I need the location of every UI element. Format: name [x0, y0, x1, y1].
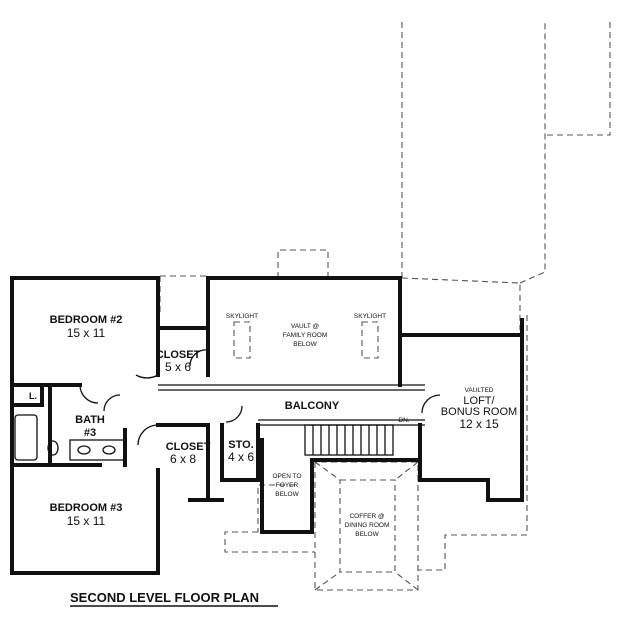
bath-number: #3: [84, 427, 96, 439]
dining-line1: COFFER @: [349, 513, 385, 520]
sto-name: STO.: [228, 439, 253, 451]
closet-b-name: CLOSET: [166, 441, 211, 453]
loft-line3: BONUS ROOM: [441, 406, 517, 418]
closet-a-size: 5 x 6: [165, 360, 191, 374]
doors: [79, 349, 441, 446]
linen-label: L.: [29, 391, 37, 401]
plan-title: SECOND LEVEL FLOOR PLAN: [70, 590, 259, 605]
sto-size: 4 x 6: [228, 450, 254, 464]
vault-line2: FAMILY ROOM: [283, 332, 328, 339]
bedroom2-name: BEDROOM #2: [50, 314, 123, 326]
closet-a-name: CLOSET: [156, 349, 201, 361]
skylight-right-box: [361, 321, 379, 359]
bedroom3-size: 15 x 11: [67, 514, 106, 528]
bathtub: [14, 414, 38, 461]
room-labels: BEDROOM #2 15 x 11 BEDROOM #3 15 x 11 CL…: [29, 313, 517, 538]
vault-line1: VAULT @: [291, 323, 320, 330]
dining-line3: BELOW: [355, 531, 379, 538]
foyer-line2: FOYER: [276, 482, 299, 489]
sink-right: [102, 445, 116, 455]
foyer-line1: OPEN TO: [272, 473, 301, 480]
stair-treads: [312, 425, 386, 455]
walls: [10, 276, 524, 575]
dining-line2: DINING ROOM: [345, 522, 390, 529]
vanity: [69, 439, 126, 461]
sink-left: [77, 445, 91, 455]
skylight-left-box: [233, 321, 251, 359]
bath-name: BATH: [75, 414, 105, 426]
bedroom3-name: BEDROOM #3: [50, 502, 123, 514]
stair-dn-label: DN.: [398, 417, 409, 424]
balcony-label: BALCONY: [285, 400, 340, 412]
loft-line1: VAULTED: [464, 387, 493, 394]
roof-outline: [159, 22, 611, 591]
loft-line2: LOFT/: [463, 395, 495, 407]
skylight-left-label: SKYLIGHT: [226, 313, 258, 320]
vault-line3: BELOW: [293, 341, 317, 348]
skylight-right-label: SKYLIGHT: [354, 313, 386, 320]
closet-b-size: 6 x 8: [170, 452, 196, 466]
toilet: [47, 440, 59, 456]
foyer-line3: BELOW: [275, 491, 299, 498]
bedroom2-size: 15 x 11: [67, 326, 106, 340]
loft-size: 12 x 15: [459, 417, 499, 431]
